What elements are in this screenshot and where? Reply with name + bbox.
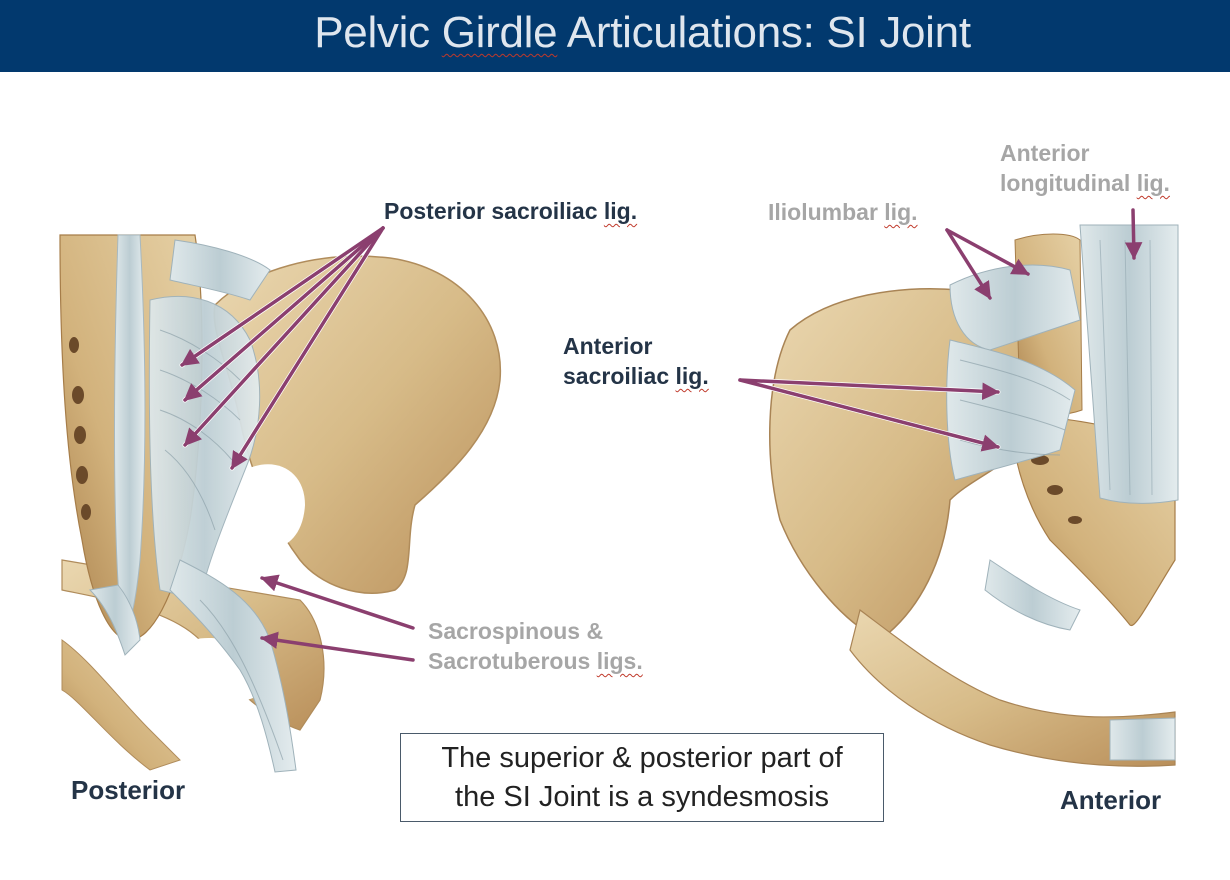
arrow-posterior-sacroiliac-2 bbox=[183, 226, 385, 402]
label-anterior-sacroiliac-lig: Anterior sacroiliac lig. bbox=[563, 333, 709, 389]
label-sacrospinous-sacrotuberous-ligs: Sacrospinous & Sacrotuberous ligs. bbox=[428, 618, 643, 674]
view-label-anterior: Anterior bbox=[1060, 785, 1162, 815]
arrow-sacrotuberous bbox=[260, 631, 415, 662]
arrow-anterior-sacroiliac-1 bbox=[738, 378, 1000, 401]
label-anterior-longitudinal-lig: Anterior longitudinal lig. bbox=[1000, 140, 1170, 196]
arrow-sacrospinous bbox=[260, 574, 415, 630]
arrow-posterior-sacroiliac-4 bbox=[230, 226, 385, 470]
arrow-anterior-longitudinal bbox=[1124, 208, 1143, 260]
arrow-group bbox=[179, 208, 1143, 662]
arrow-anterior-sacroiliac-2 bbox=[738, 378, 1000, 452]
arrow-iliolumbar-1 bbox=[945, 228, 992, 300]
note-line-1: The superior & posterior part of bbox=[441, 742, 843, 774]
arrow-posterior-sacroiliac-3 bbox=[183, 226, 385, 447]
syndesmosis-note-box: The superior & posterior part of the SI … bbox=[400, 733, 884, 822]
title-bar bbox=[0, 0, 1230, 72]
posterior-pelvis-image bbox=[59, 234, 502, 773]
arrow-posterior-sacroiliac-1 bbox=[180, 226, 385, 367]
label-posterior-sacroiliac-lig: Posterior sacroiliac lig. bbox=[384, 198, 638, 224]
slide-title: Pelvic Girdle Articulations: SI Joint bbox=[314, 8, 971, 57]
note-line-2: the SI Joint is a syndesmosis bbox=[455, 781, 829, 813]
view-label-posterior: Posterior bbox=[71, 775, 186, 805]
label-iliolumbar-lig: Iliolumbar lig. bbox=[768, 199, 918, 225]
arrow-iliolumbar-2 bbox=[945, 228, 1030, 276]
anterior-pelvis-image bbox=[769, 224, 1179, 767]
